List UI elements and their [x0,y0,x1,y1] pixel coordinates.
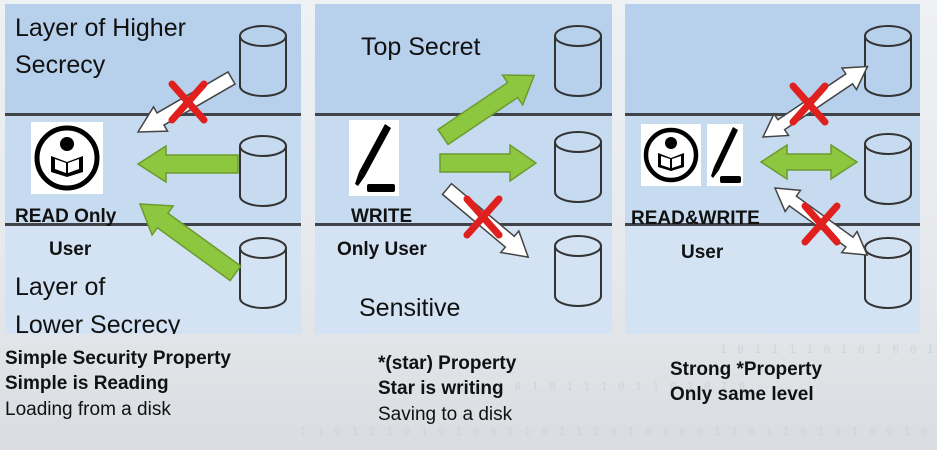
panel-graphics [136,25,287,309]
caption-title: Strong *Property [670,359,823,380]
caption-note: Saving to a disk [378,404,513,425]
write-only-user-label: WRITE Only User [337,200,427,266]
higher-layer-label: Layer of Higher Secrecy [15,10,186,84]
caption-title: Simple Security Property [5,348,231,369]
caption-strong-star-property: Strong *Property Only same level [670,357,822,407]
blocked-cross-icon [463,195,503,239]
user-label-line1: READ Only [15,206,117,227]
sensitive-label: Sensitive [359,294,461,322]
reader-icon [641,124,701,186]
top-secret-label: Top Secret [361,33,481,61]
lower-layer-label-line1: Layer of [15,273,106,301]
write-same-level-arrow [439,143,538,183]
read-write-user-label: READ&WRITE User [631,202,760,270]
user-label-line2: User [49,239,92,260]
user-label-line1: READ&WRITE [631,208,760,229]
read-only-user-label: READ Only User [15,200,116,266]
layer-divider [315,223,612,226]
blocked-cross-icon [801,202,841,246]
disk-icon [239,25,287,97]
read-down-arrow [138,203,242,282]
disk-icon [554,235,602,307]
lower-layer-label-line2: Lower Secrecy [15,311,181,334]
user-label-line1: WRITE [351,206,413,227]
panel-read-only: Layer of Higher Secrecy READ Only User L… [5,4,301,334]
caption-subtitle: Star is writing [378,378,504,399]
layer-divider [625,223,920,226]
caption-note: Loading from a disk [5,399,171,420]
disk-icon [239,135,287,207]
blocked-cross-icon [789,82,829,126]
background-binary: 1 1 0 1 1 1 0 1 0 1 0 0 1 1 0 1 1 1 0 1 … [300,425,930,438]
higher-layer-label-line1: Layer of Higher [15,14,186,42]
disk-icon [554,25,602,97]
disk-icon [864,25,912,97]
layer-divider [625,113,920,116]
panel-graphics [759,25,912,309]
disk-icon [864,133,912,205]
caption-title: *(star) Property [378,353,517,374]
user-label-line2: User [681,242,724,263]
layer-higher [315,4,612,114]
reader-icon [31,122,103,194]
lower-layer-label: Layer of Lower Secrecy [15,268,180,334]
layer-higher [625,4,920,114]
panel-read-write: READ&WRITE User [625,4,920,334]
background-binary: 1 0 1 1 1 1 0 1 0 1 0 0 1 [720,343,936,356]
write-up-arrow [436,74,536,146]
panel-write-only: Top Secret WRITE Only User Sensitive [315,4,612,334]
disk-icon [239,237,287,309]
panel-graphics [436,25,602,307]
disk-icon [554,131,602,203]
caption-subtitle: Simple is Reading [5,373,169,394]
caption-simple-security: Simple Security Property Simple is Readi… [5,346,231,423]
layer-lower [315,224,612,334]
caption-star-property: *(star) Property Star is writing Saving … [378,351,516,428]
disk-icon [864,237,912,309]
caption-subtitle: Only same level [670,384,814,405]
background-binary: 1 1 0 1 0 1 1 1 0 1 1 0 1 0 1 0 [480,380,748,393]
read-write-same-level-arrow [759,143,859,181]
layer-lower [5,224,301,334]
blocked-cross-icon [168,80,208,124]
pen-icon [707,124,743,186]
read-same-level-arrow [136,144,239,184]
user-label-line2: Only User [337,239,427,260]
higher-layer-label-line2: Secrecy [15,51,106,79]
pen-icon [349,120,399,196]
